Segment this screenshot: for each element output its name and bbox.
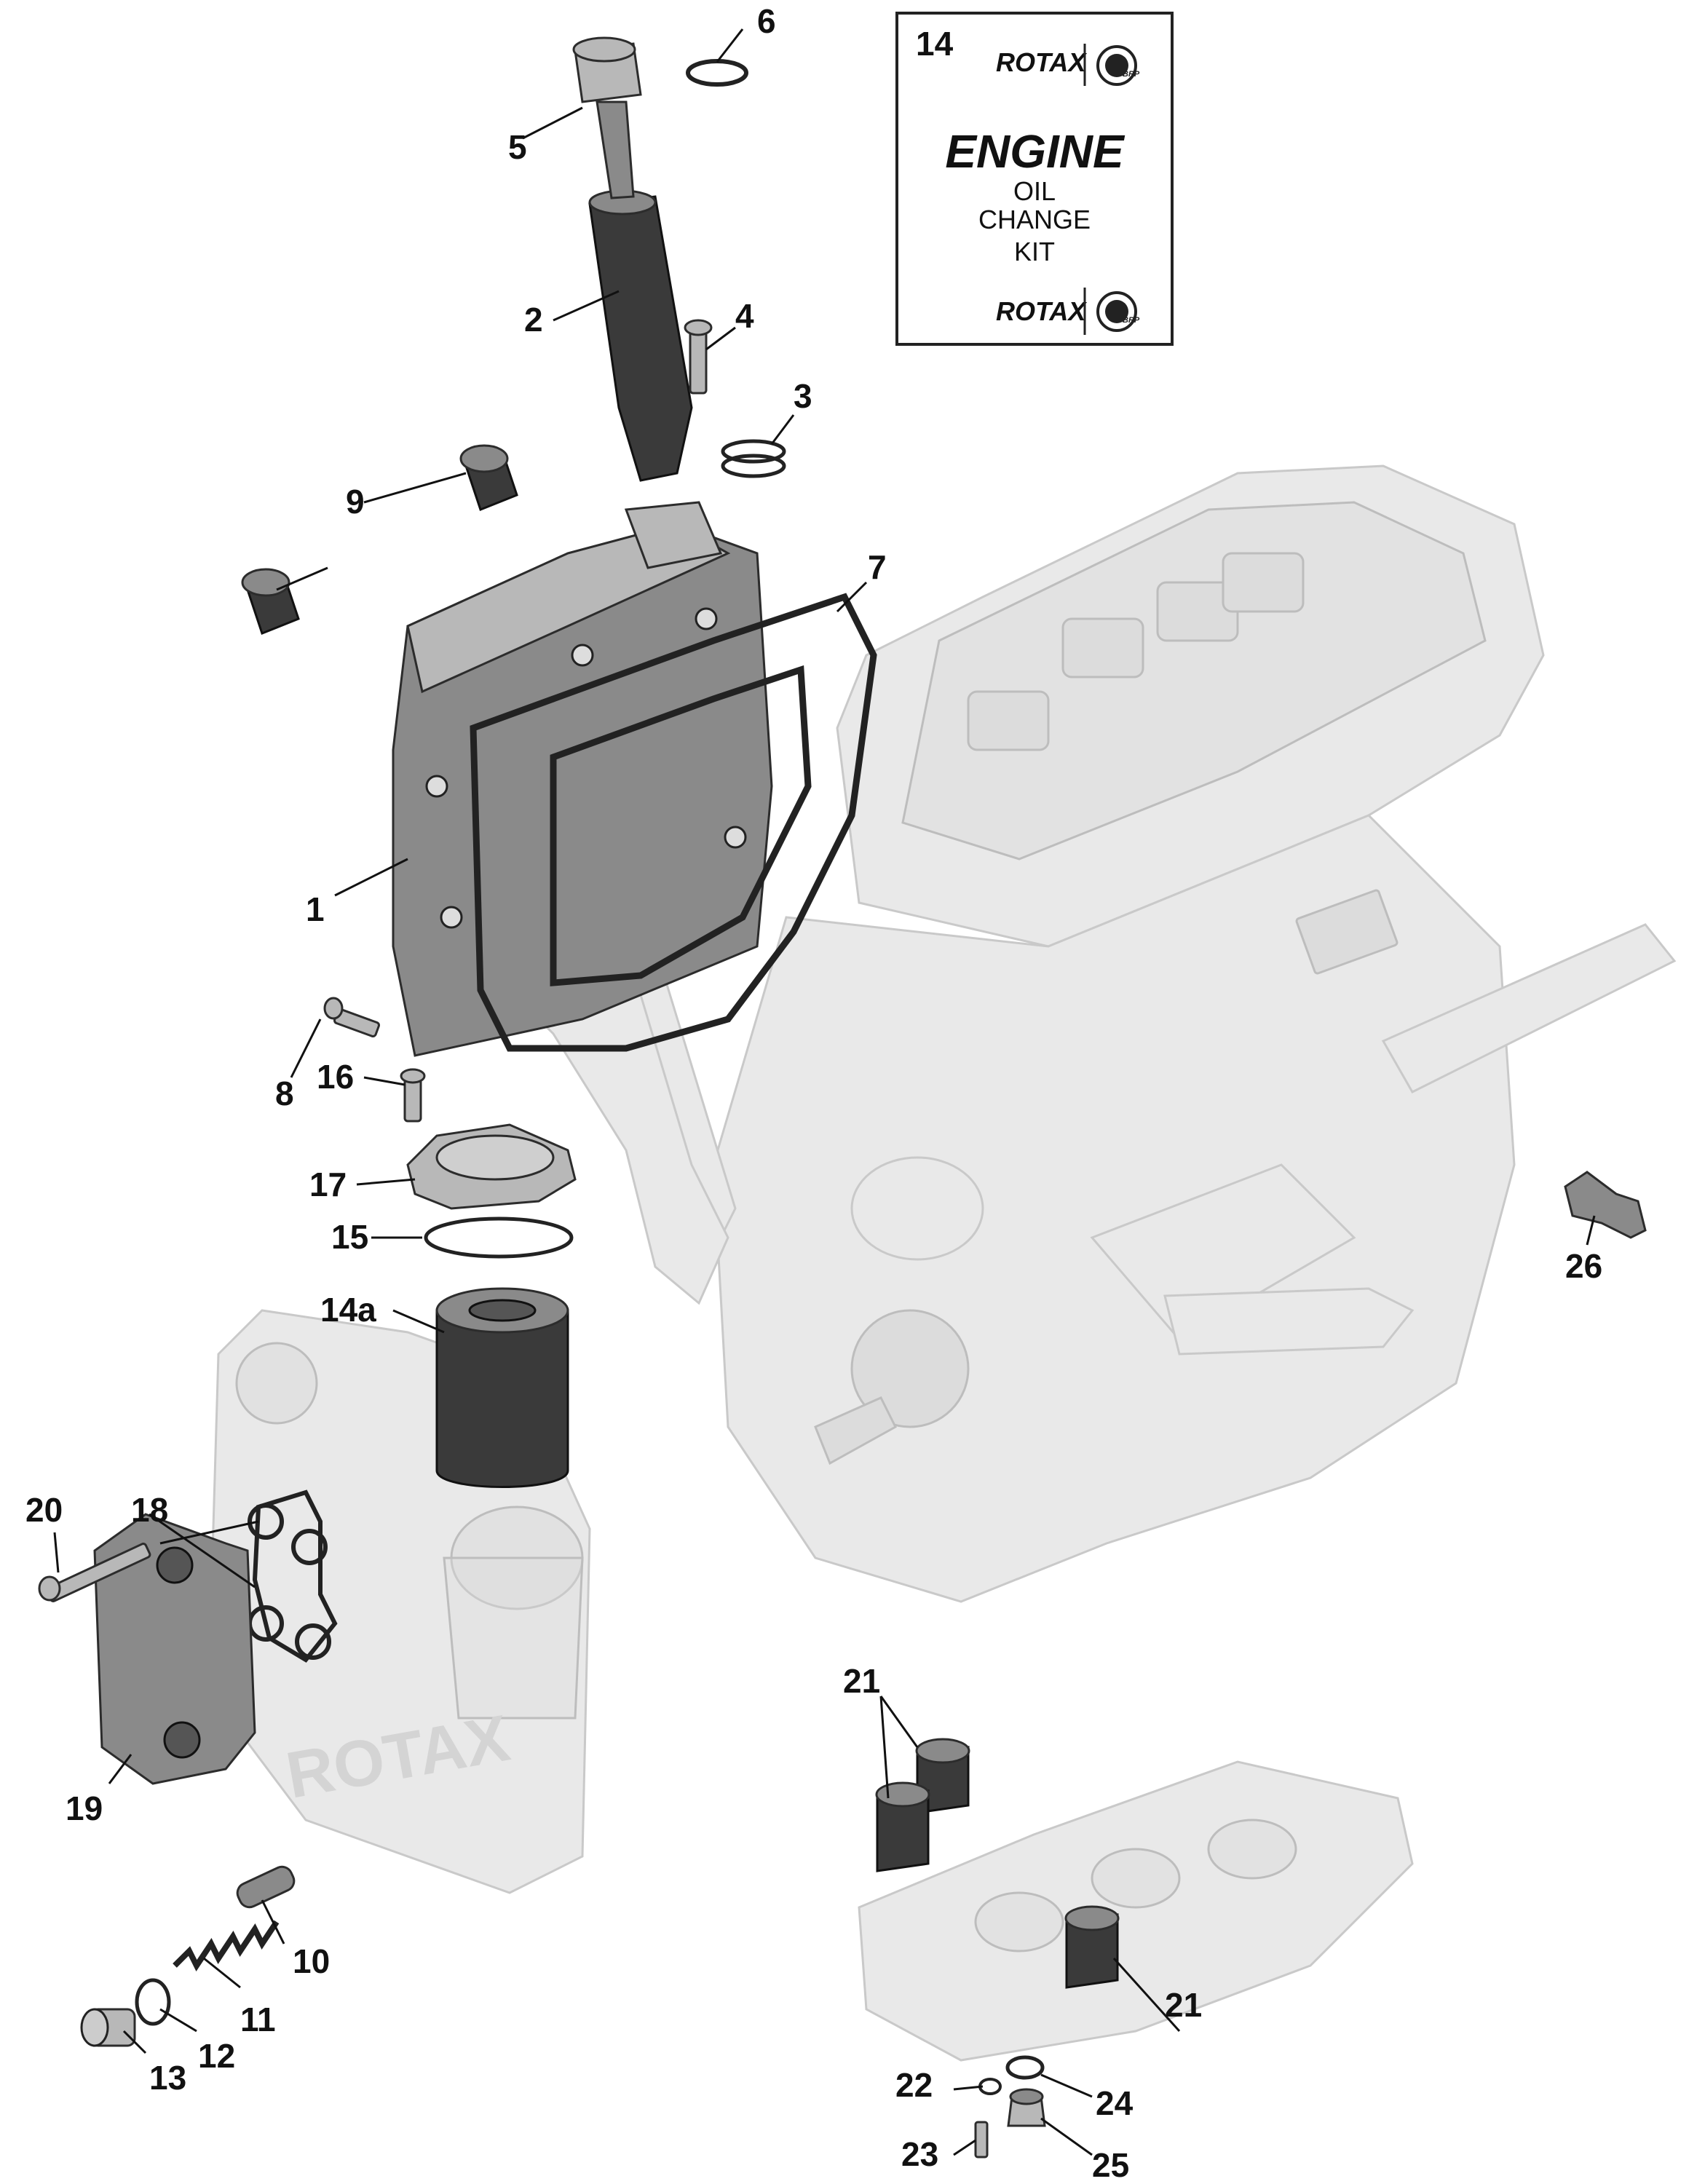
engine-oil-change-kit-box[interactable]: 14 ROTAX BRP ENGINE OIL CHANGE KIT ROTAX…: [895, 12, 1174, 346]
callout-labels: 5 6 2 4 3 9 7 1 8 16 17 15 14a 18 20 19 …: [25, 2, 1602, 2184]
callout-22: 22: [895, 2066, 933, 2104]
part-19-oil-cooler[interactable]: [93, 1513, 256, 1785]
kit-line-oil: OIL: [1013, 176, 1056, 206]
callout-10: 10: [293, 1942, 330, 1980]
callout-26: 26: [1565, 1247, 1602, 1285]
brp-logo-bottom-text: BRP: [1123, 316, 1140, 325]
part-21-strainer-3[interactable]: [1064, 1905, 1120, 1989]
part-16-bolt[interactable]: [400, 1068, 426, 1123]
part-23-bolt[interactable]: [974, 2121, 989, 2159]
callout-14a: 14a: [320, 1291, 376, 1329]
engine-block-ghost: [508, 464, 1677, 1603]
brp-logo-top-text: BRP: [1123, 70, 1140, 79]
callout-19: 19: [66, 1789, 103, 1827]
part-14a-oil-filter[interactable]: [435, 1287, 569, 1488]
callout-9: 9: [346, 483, 365, 521]
part-3-o-rings[interactable]: [721, 439, 786, 478]
callout-25: 25: [1092, 2146, 1129, 2184]
callout-3: 3: [794, 377, 812, 415]
callout-20: 20: [25, 1491, 63, 1529]
kit-line-change: CHANGE: [978, 205, 1091, 234]
part-7-gasket[interactable]: [470, 593, 877, 1052]
part-15-o-ring[interactable]: [424, 1216, 574, 1259]
part-10-plunger[interactable]: [234, 1864, 298, 1911]
kit-brand-top: ROTAX: [996, 47, 1087, 77]
part-21-strainer-1[interactable]: [915, 1738, 970, 1814]
part-11-spring[interactable]: [173, 1920, 280, 1971]
callout-1: 1: [306, 890, 325, 928]
part-26-sensor[interactable]: [1564, 1171, 1647, 1239]
callout-7: 7: [868, 548, 887, 586]
part-13-plug[interactable]: [80, 2008, 136, 2047]
leader-lines: [53, 28, 1596, 2156]
part-21-strainer-2[interactable]: [875, 1781, 930, 1872]
callout-21-bottom: 21: [1165, 1986, 1202, 2024]
brp-logo-bottom-icon: BRP: [1096, 291, 1140, 332]
callout-13: 13: [149, 2059, 186, 2097]
part-6-o-ring[interactable]: [686, 59, 748, 87]
callout-24: 24: [1096, 2084, 1134, 2122]
kit-number: 14: [916, 25, 954, 63]
part-4-bolt[interactable]: [684, 319, 713, 395]
callout-11: 11: [240, 2001, 276, 2038]
callout-8: 8: [275, 1075, 294, 1112]
callout-18: 18: [131, 1491, 168, 1529]
part-9-grommet-top[interactable]: [459, 444, 518, 511]
part-12-seal-ring[interactable]: [135, 1978, 171, 2026]
part-5-dipstick[interactable]: [572, 36, 642, 199]
kit-brand-bottom: ROTAX: [996, 296, 1087, 326]
oil-pump-plate-ghost: [858, 1760, 1414, 2062]
kit-line-kit: KIT: [1014, 237, 1055, 266]
callout-17: 17: [309, 1166, 347, 1203]
callout-23: 23: [901, 2135, 938, 2173]
part-8-screw[interactable]: [323, 997, 380, 1038]
callout-21-top: 21: [843, 1662, 880, 1700]
part-25-plug[interactable]: [1007, 2088, 1046, 2127]
part-2-dipstick-tube[interactable]: [588, 189, 693, 482]
callout-6: 6: [757, 2, 776, 40]
part-22-washer[interactable]: [978, 2078, 1002, 2095]
kit-title: ENGINE: [945, 125, 1126, 178]
callout-5: 5: [508, 128, 527, 166]
callout-12: 12: [198, 2037, 235, 2075]
part-24-o-ring[interactable]: [1005, 2055, 1045, 2080]
brp-logo-top-icon: BRP: [1096, 45, 1140, 86]
part-17-cap[interactable]: [406, 1123, 577, 1210]
callout-15: 15: [331, 1218, 368, 1256]
callout-2: 2: [524, 301, 543, 339]
part-20-bolt[interactable]: [38, 1543, 151, 1602]
callout-4: 4: [735, 297, 754, 335]
part-1-cover[interactable]: [392, 501, 773, 1057]
callout-16: 16: [317, 1058, 354, 1096]
part-9-grommet-left[interactable]: [241, 568, 300, 635]
